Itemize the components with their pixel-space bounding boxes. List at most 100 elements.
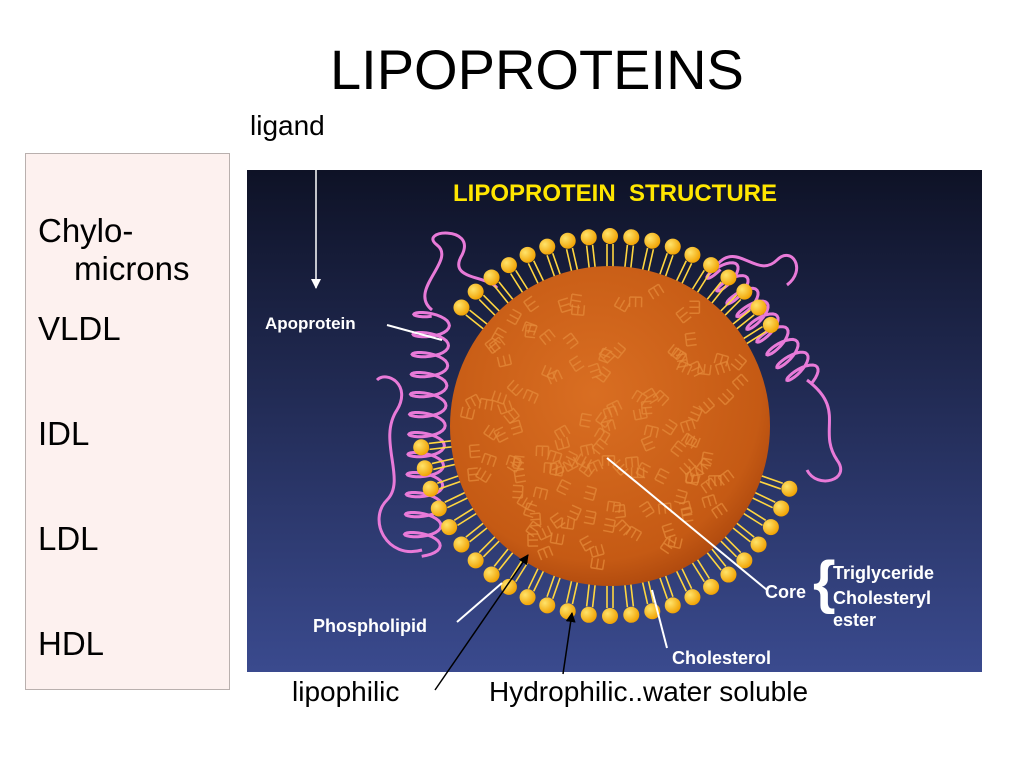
- phospholipid-head: [430, 500, 447, 517]
- core-lipid-mark: [493, 426, 509, 443]
- apoprotein-loop-top-left: [423, 231, 499, 312]
- core-lipid-mark: [546, 369, 563, 385]
- phospholipid-tail: [734, 521, 755, 538]
- phospholipid-tail: [478, 535, 497, 554]
- core-lipid-mark: [697, 363, 712, 376]
- phospholipid-tail: [527, 262, 540, 286]
- phospholipid-tail: [571, 247, 579, 272]
- phospholipid-tail: [436, 474, 461, 485]
- phospholipid-head: [736, 552, 753, 569]
- cholesterol-leader-line: [651, 589, 668, 649]
- core-lipid-mark: [687, 405, 703, 422]
- core-lipid-mark: [522, 388, 539, 404]
- core-lipid-mark: [667, 535, 683, 550]
- phospholipid-head: [720, 269, 737, 286]
- core-lipid-mark: [688, 464, 704, 477]
- phospholipid-head: [623, 606, 640, 623]
- phospholipid-tail: [446, 496, 470, 509]
- core-lipid-mark: [553, 424, 571, 441]
- core-lipid-mark: [594, 366, 612, 383]
- phospholipid-tail: [695, 557, 711, 579]
- core-lipid-mark: [527, 533, 539, 547]
- phospholipid-head: [703, 257, 720, 274]
- phospholipid-head: [539, 238, 556, 255]
- phospholipid-tail: [565, 579, 573, 603]
- core-lipid-mark: [678, 500, 693, 517]
- core-lipid-mark: [562, 332, 579, 350]
- phospholipid-tail: [591, 583, 597, 608]
- phospholipid-tail: [759, 474, 784, 485]
- core-lipid-mark: [601, 454, 616, 466]
- phospholipid-head: [539, 597, 556, 614]
- phospholipid-tail: [710, 547, 727, 567]
- phospholipid-head: [623, 229, 640, 246]
- core-lipid-mark: [589, 544, 605, 558]
- core-lipid-mark: [497, 400, 514, 415]
- triglyceride-label: Triglyceride: [833, 563, 934, 583]
- phospholipid-tails: [428, 244, 784, 608]
- core-lipid-mark: [643, 424, 660, 438]
- core-lipid-mark: [603, 517, 616, 534]
- phospholipid-head: [762, 519, 779, 536]
- lipoprotein-class-list: Chylo- microns VLDL IDL LDL HDL: [25, 153, 230, 690]
- phospholipid-head: [684, 589, 701, 606]
- core-lipid-mark: [675, 306, 692, 324]
- core-lipid-mark: [488, 336, 506, 353]
- phospholipid-tail: [719, 294, 738, 313]
- phospholipid-tail: [744, 331, 767, 346]
- phospholipid-tail: [585, 582, 591, 607]
- core-lipid-mark: [590, 557, 605, 571]
- core-lipid-mark: [583, 509, 597, 525]
- lipid-core: [450, 266, 770, 586]
- phospholipid-tail: [723, 298, 742, 317]
- core-lipid-mark: [657, 502, 673, 515]
- phospholipid-head: [580, 229, 597, 246]
- core-lipid-mark: [549, 512, 566, 529]
- core-leader-line: [606, 457, 768, 591]
- phospholipid-tail: [482, 539, 501, 558]
- core-lipid-mark: [509, 419, 524, 436]
- phospholipid-tail: [741, 511, 763, 527]
- phospholipid-head: [736, 283, 753, 300]
- lipoprotein-structure-illustration: LIPOPROTEIN STRUCTURE Apoprotein Phospho…: [247, 170, 982, 672]
- phospholipid-tail: [623, 583, 629, 608]
- core-lipid-mark: [503, 407, 520, 424]
- core-lipid-mark: [695, 457, 712, 475]
- core-lipid-mark: [630, 467, 645, 479]
- phospholipid-head: [483, 269, 500, 286]
- core-lipid-mark: [575, 453, 593, 469]
- phospholipid-head: [441, 519, 458, 536]
- core-lipid-mark: [717, 388, 735, 406]
- core-lipid-mark: [505, 454, 522, 469]
- phospholipid-head: [519, 589, 536, 606]
- core-lipid-mark: [612, 459, 629, 476]
- phospholipid-head: [580, 606, 597, 623]
- phospholipid-tail: [498, 281, 515, 302]
- core-lipid-mark: [640, 435, 656, 452]
- phospholipid-tail: [478, 298, 497, 317]
- core-lipid-mark: [661, 522, 676, 539]
- core-lipid-mark: [539, 328, 556, 346]
- phospholipid-tail: [438, 480, 463, 490]
- phospholipid-tail: [750, 496, 774, 509]
- core-lipid-mark: [700, 451, 714, 467]
- core-label: Core: [765, 582, 806, 602]
- phospholipid-head: [467, 552, 484, 569]
- core-lipid-mark: [635, 461, 651, 479]
- core-lipid-mark: [688, 360, 704, 378]
- phospholipid-tail: [680, 262, 693, 286]
- apoprotein-leader-line: [386, 324, 443, 341]
- phospholipid-tail: [565, 249, 573, 273]
- core-lipid-mark: [591, 437, 609, 455]
- core-lipid-mark: [717, 469, 735, 486]
- core-lipid-mark: [549, 463, 565, 477]
- phospholipid-tail: [493, 285, 510, 305]
- phospholipid-tail: [641, 580, 649, 605]
- core-lipid-mark: [570, 304, 586, 317]
- phospholipid-tail: [546, 573, 556, 598]
- list-item-vldl: VLDL: [38, 310, 121, 347]
- phospholipid-tail: [457, 511, 479, 527]
- phospholipid-tail: [710, 285, 727, 305]
- core-lipid-mark: [506, 456, 523, 473]
- core-lipid-mark: [478, 397, 494, 411]
